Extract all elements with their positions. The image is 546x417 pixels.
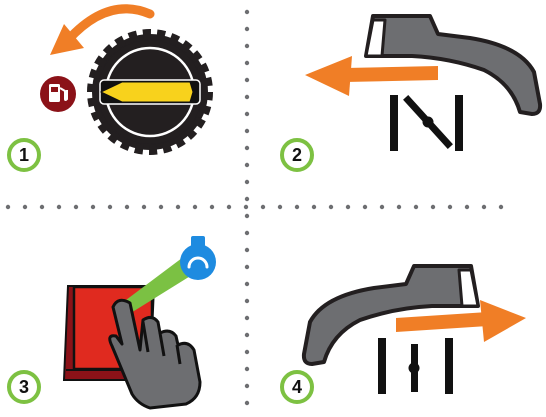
divider-dot xyxy=(244,128,250,134)
divider-dot xyxy=(209,204,215,210)
divider-dot xyxy=(244,111,250,117)
svg-text:1: 1 xyxy=(19,145,29,165)
divider-dot xyxy=(244,60,250,66)
divider-dot xyxy=(244,43,250,49)
panel-step-2: 2 xyxy=(280,14,543,172)
divider-dot xyxy=(244,179,250,185)
panel-step-4: 4 xyxy=(280,264,526,404)
divider-dot xyxy=(243,204,249,210)
panel-step-3: 3 xyxy=(7,236,216,410)
divider-dot xyxy=(244,247,250,253)
divider-dot xyxy=(175,204,181,210)
fuel-pump-icon xyxy=(40,76,76,112)
divider-dot xyxy=(430,204,436,210)
divider-dot xyxy=(277,204,283,210)
divider-dot xyxy=(481,204,487,210)
divider-dot xyxy=(311,204,317,210)
divider-dot xyxy=(124,204,130,210)
divider-dot xyxy=(498,204,504,210)
divider-dot xyxy=(244,26,250,32)
divider-dot xyxy=(107,204,113,210)
divider-dot xyxy=(158,204,164,210)
dotted-dividers xyxy=(5,9,504,406)
svg-text:3: 3 xyxy=(19,377,29,397)
throttle-valve-open-icon xyxy=(378,338,453,394)
svg-text:4: 4 xyxy=(292,377,302,397)
divider-dot xyxy=(244,145,250,151)
divider-dot xyxy=(141,204,147,210)
divider-dot xyxy=(39,204,45,210)
divider-dot xyxy=(345,204,351,210)
divider-dot xyxy=(244,383,250,389)
panel-step-1: 1 xyxy=(7,4,213,172)
divider-dot xyxy=(244,298,250,304)
divider-dot xyxy=(244,264,250,270)
divider-dot xyxy=(244,315,250,321)
divider-dot xyxy=(362,204,368,210)
step-number-1: 1 xyxy=(7,138,41,172)
divider-dot xyxy=(244,213,250,219)
divider-dot xyxy=(244,77,250,83)
divider-dot xyxy=(464,204,470,210)
divider-dot xyxy=(396,204,402,210)
arrow-right-icon xyxy=(396,300,526,342)
divider-dot xyxy=(244,9,250,15)
divider-dot xyxy=(244,349,250,355)
divider-dot xyxy=(447,204,453,210)
divider-dot xyxy=(244,281,250,287)
arrow-left-icon xyxy=(305,56,438,96)
divider-dot xyxy=(90,204,96,210)
throttle-lever-icon xyxy=(364,14,543,116)
divider-dot xyxy=(244,366,250,372)
divider-dot xyxy=(5,204,11,210)
divider-dot xyxy=(244,332,250,338)
divider-dot xyxy=(56,204,62,210)
svg-text:2: 2 xyxy=(292,145,302,165)
divider-dot xyxy=(73,204,79,210)
divider-dot xyxy=(244,230,250,236)
step-number-2: 2 xyxy=(280,138,314,172)
divider-dot xyxy=(226,204,232,210)
curved-arrow-icon xyxy=(50,4,155,55)
hand-press-icon xyxy=(108,298,202,410)
divider-dot xyxy=(22,204,28,210)
divider-dot xyxy=(260,204,266,210)
divider-dot xyxy=(244,196,250,202)
throttle-valve-closed-icon xyxy=(390,95,463,151)
divider-dot xyxy=(328,204,334,210)
divider-dot xyxy=(192,204,198,210)
divider-dot xyxy=(244,162,250,168)
throttle-lever-icon xyxy=(301,264,480,366)
divider-dot xyxy=(244,94,250,100)
step-number-4: 4 xyxy=(280,370,314,404)
fuel-selector-knob-icon xyxy=(87,29,213,155)
choke-icon xyxy=(118,236,216,316)
divider-dot xyxy=(379,204,385,210)
divider-dot xyxy=(244,400,250,406)
step-number-3: 3 xyxy=(7,370,41,404)
divider-dot xyxy=(413,204,419,210)
divider-dot xyxy=(294,204,300,210)
